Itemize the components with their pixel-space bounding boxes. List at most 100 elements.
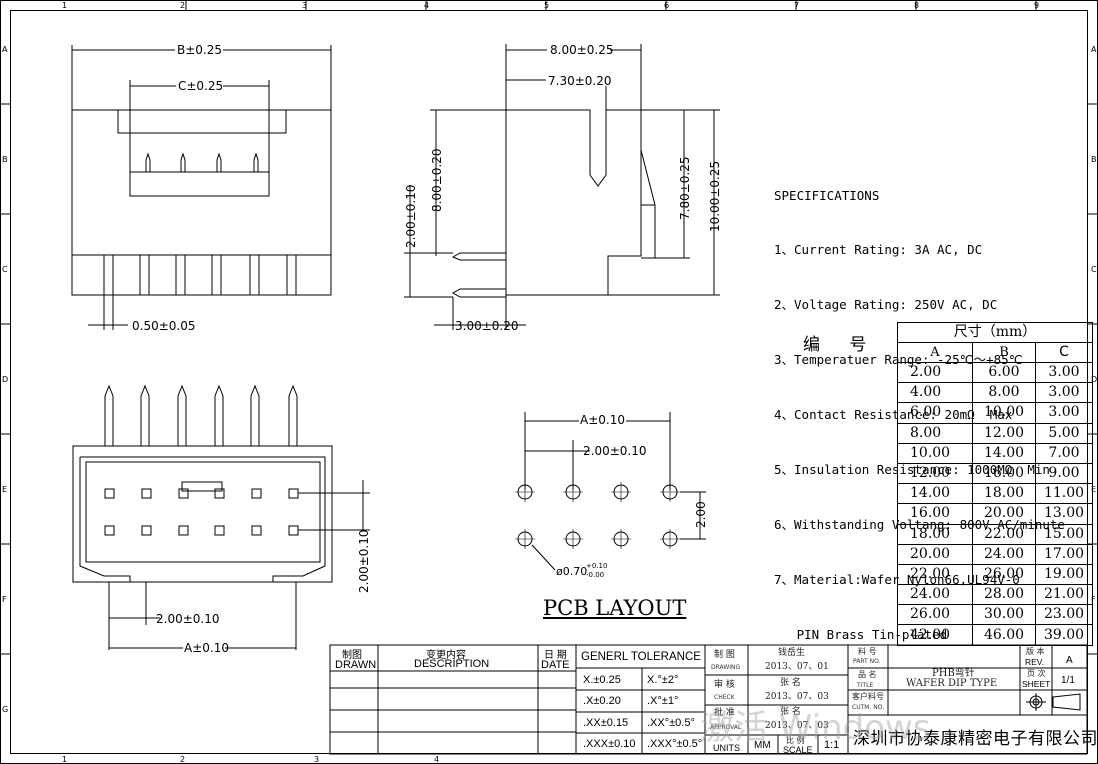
pcb-dim-pitch-label: 2.00±0.10 xyxy=(583,444,647,458)
check-cn: 审 核 xyxy=(714,680,735,690)
spec-line: 1、Current Rating: 3A AC, DC xyxy=(774,242,983,258)
col-number: 3 xyxy=(314,755,319,764)
pcb-hole-tol-up: +0.10 xyxy=(586,562,607,570)
tol-cell: X.±0.25 xyxy=(583,674,621,686)
col-number: 4 xyxy=(434,755,439,764)
rev-value: A xyxy=(1066,655,1073,666)
dim-cell: 2.00 xyxy=(897,361,973,384)
draw-date: 2013、07、01 xyxy=(765,662,829,672)
dim-cell: 20.00 xyxy=(972,503,1036,525)
sheet-value: 1/1 xyxy=(1061,675,1075,686)
dim-cell: 3.00 xyxy=(1035,402,1093,424)
border-ticks xyxy=(0,0,1098,655)
dim-table-header: 尺寸（mm） xyxy=(897,322,1093,343)
units-label: UNITS xyxy=(713,743,740,753)
dim-cell: 3.00 xyxy=(1035,361,1093,384)
dim-cell: 4.00 xyxy=(897,382,973,404)
sheet-label: SHEET xyxy=(1022,679,1051,689)
dim-cell: 14.00 xyxy=(897,483,973,505)
dim-table-label: 编 号 xyxy=(803,335,879,355)
dim-cell: 12.00 xyxy=(972,422,1036,444)
dim-780-label: 7.80±0.25 xyxy=(678,157,692,221)
col-number: 1 xyxy=(62,1,67,10)
dim-cell: 22.00 xyxy=(897,563,973,586)
col-number: 5 xyxy=(544,1,549,10)
side-view: 8.00±0.25 7.30±0.20 8.00±0.20 2.00±0.10 … xyxy=(404,43,722,333)
scale-label: SCALE xyxy=(783,745,813,755)
drawn-label: DRAWN xyxy=(335,659,377,671)
tol-cell: X.°±2° xyxy=(647,674,679,686)
row-letter: A xyxy=(2,45,8,54)
dim-cell: 6.00 xyxy=(897,402,973,424)
title-cn: 品 名 xyxy=(858,670,877,679)
approve-cn: 批 准 xyxy=(714,708,735,718)
dim-cell: 42.00 xyxy=(897,624,973,646)
desc-cn: 变更内容 xyxy=(426,650,466,661)
drawer-name: 钱岳生 xyxy=(778,648,806,658)
row-letter: B xyxy=(2,155,8,164)
tol-cell: .XXX±0.10 xyxy=(583,738,636,750)
dim-cell: 24.00 xyxy=(972,543,1036,565)
date-cn: 日 期 xyxy=(544,650,567,661)
approve-date: 2013、07、03 xyxy=(765,721,829,731)
dim-cell: 39.00 xyxy=(1035,624,1093,646)
dim-cell: 12.00 xyxy=(897,462,973,485)
rev-label: REV. xyxy=(1025,657,1045,667)
dim-cell: 5.00 xyxy=(1035,422,1093,444)
pcb-layout-title: PCB LAYOUT xyxy=(543,596,687,620)
pcb-layout-view: A±0.10 2.00±0.10 2.00 ø0.70 +0.10 -0.00 xyxy=(515,412,708,579)
dim-cell: 18.00 xyxy=(897,523,973,545)
col-number: 2 xyxy=(180,1,185,10)
pcb-dim-a-label: A±0.10 xyxy=(580,413,625,427)
spec-title: SPECIFICATIONS xyxy=(774,187,880,203)
dim-cell: 46.00 xyxy=(972,624,1036,646)
row-letter: D xyxy=(1091,375,1097,384)
dim-cell: 8.00 xyxy=(897,422,973,444)
dim-cell: 11.00 xyxy=(1035,483,1093,505)
tol-cell: .XXX°±0.5° xyxy=(647,738,703,750)
dim-cell: 16.00 xyxy=(897,503,973,525)
row-letter: C xyxy=(1091,265,1097,274)
approve-en: APPROVAL xyxy=(710,724,742,731)
dim-cell: 23.00 xyxy=(1035,604,1093,626)
dim-cell: 20.00 xyxy=(897,543,973,565)
part-cn: 料 号 xyxy=(858,647,877,656)
col-number: 1 xyxy=(62,755,67,764)
rev-cn: 版 本 xyxy=(1026,647,1045,656)
dim-cell: 19.00 xyxy=(1035,563,1093,586)
col-number: 4 xyxy=(424,1,429,10)
part-en: PART NO. xyxy=(853,658,881,665)
dim-300-label: 3.00±0.20 xyxy=(455,319,519,333)
row-letter: B xyxy=(1091,155,1097,164)
dim-800-label: 8.00±0.25 xyxy=(550,43,614,57)
dim-cell: 7.00 xyxy=(1035,442,1093,464)
dim-cell: 24.00 xyxy=(897,584,973,606)
dim-pin-label: 0.50±0.05 xyxy=(132,319,196,333)
dim-cell: 17.00 xyxy=(1035,543,1093,565)
units-value: MM xyxy=(754,740,771,751)
top-pins xyxy=(104,384,298,447)
draw-en: DRAWING xyxy=(711,664,741,671)
dim-1000-label: 10.00±0.25 xyxy=(708,161,722,232)
dim-cell: 18.00 xyxy=(972,483,1036,505)
approver-name: 张 名 xyxy=(780,707,801,717)
row-letter: F xyxy=(2,595,7,604)
border-col-numbers: 1 2 3 4 5 6 7 8 9 1 2 3 4 xyxy=(62,1,1039,764)
dim-cell: 22.00 xyxy=(972,523,1036,545)
tol-cell: .XX°±0.5° xyxy=(647,717,695,729)
dim-b-label: B±0.25 xyxy=(177,43,222,57)
col-number: 9 xyxy=(1034,1,1039,10)
tol-cell: .X±0.20 xyxy=(583,695,621,707)
col-number: 2 xyxy=(180,755,185,764)
dim-cell: 26.00 xyxy=(972,563,1036,586)
cust-en: CUTM. NO. xyxy=(852,704,885,711)
